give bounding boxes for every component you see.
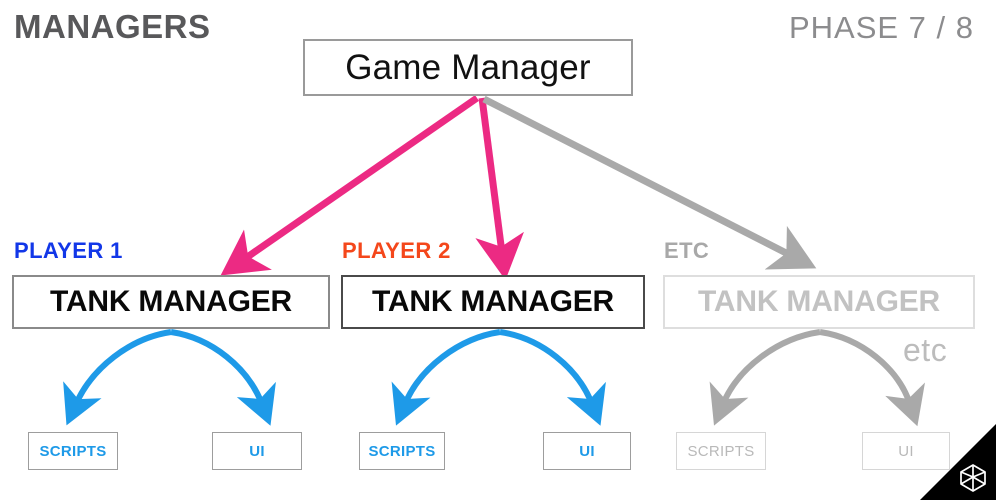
node-tank-manager-player1[interactable]: TANK MANAGER	[12, 275, 330, 329]
arrow-player2-to-ui	[499, 329, 606, 426]
phase-indicator: PHASE 7 / 8	[788, 10, 974, 45]
column-header-etc: ETC	[664, 238, 710, 263]
node-scripts-player2-label: SCRIPTS	[368, 442, 436, 460]
node-game-manager-label: Game Manager	[345, 47, 591, 87]
arrow-player1-to-scripts	[63, 329, 172, 426]
page-title: MANAGERS	[14, 8, 211, 45]
arrow-gm-to-player2	[475, 97, 524, 281]
node-ui-etc[interactable]: UI	[862, 432, 950, 470]
node-ui-player2[interactable]: UI	[543, 432, 631, 470]
node-scripts-player2[interactable]: SCRIPTS	[359, 432, 445, 470]
arrow-etc-to-ui	[819, 329, 925, 427]
node-tank-manager-player2[interactable]: TANK MANAGER	[341, 275, 645, 329]
node-scripts-etc[interactable]: SCRIPTS	[676, 432, 766, 470]
arrow-gm-to-player1	[220, 95, 479, 276]
node-ui-player1[interactable]: UI	[212, 432, 302, 470]
node-scripts-player1[interactable]: SCRIPTS	[28, 432, 118, 470]
node-ui-player1-label: UI	[249, 442, 265, 460]
node-tank-manager-player2-label: TANK MANAGER	[371, 285, 615, 318]
etc-footnote: etc	[903, 332, 948, 368]
node-game-manager[interactable]: Game Manager	[303, 39, 633, 96]
node-ui-player2-label: UI	[579, 442, 595, 460]
arrow-gm-to-etc	[482, 95, 817, 270]
arrow-player2-to-scripts	[391, 329, 501, 426]
arrow-player1-to-ui	[170, 329, 276, 426]
node-tank-manager-etc[interactable]: TANK MANAGER	[663, 275, 975, 329]
node-scripts-player1-label: SCRIPTS	[39, 442, 107, 460]
column-header-player1: PLAYER 1	[14, 238, 123, 263]
node-ui-etc-label: UI	[898, 442, 914, 460]
arrow-etc-to-scripts	[709, 329, 821, 426]
node-tank-manager-player1-label: TANK MANAGER	[49, 285, 293, 318]
node-tank-manager-etc-label: TANK MANAGER	[697, 285, 941, 318]
unity-logo-icon	[960, 464, 986, 492]
column-header-player2: PLAYER 2	[342, 238, 451, 263]
node-scripts-etc-label: SCRIPTS	[687, 442, 755, 460]
